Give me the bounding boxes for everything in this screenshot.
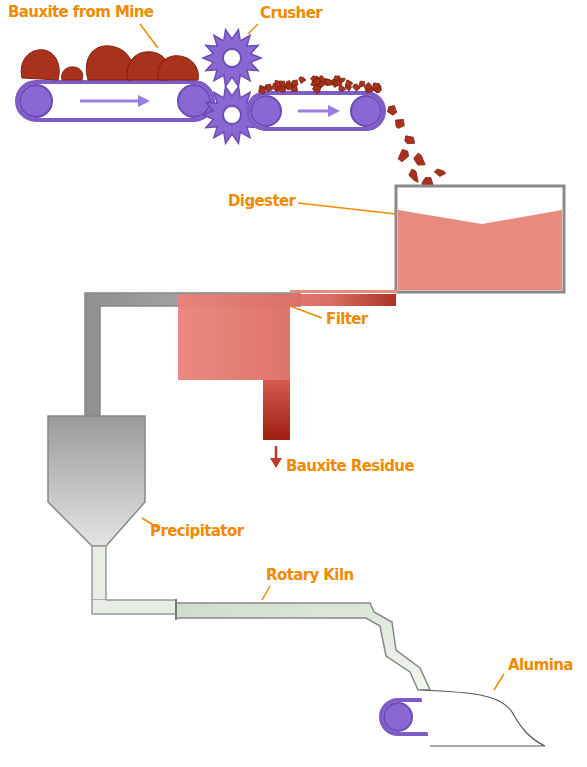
filter-unit: [178, 294, 396, 380]
crushed-bauxite: [333, 80, 342, 86]
crushed-bauxite: [414, 153, 426, 165]
crushed-bauxite: [325, 79, 332, 85]
rotary-kiln: [176, 603, 430, 690]
rotary-kiln: [92, 600, 176, 614]
part-label: Crusher: [260, 4, 322, 22]
bauxite-rocks: [158, 56, 199, 80]
bauxite-rocks: [62, 67, 83, 80]
conveyor-belt: [248, 93, 384, 129]
filter-unit: [263, 380, 290, 440]
crusher-rollers: [223, 106, 241, 124]
bauxite-rocks: [21, 46, 198, 80]
residue-arrow: [270, 446, 282, 468]
conveyor-belt: [384, 703, 412, 731]
crushed-bauxite: [259, 87, 266, 95]
crusher-rollers: [223, 49, 241, 67]
leader-line: [140, 24, 158, 48]
crushed-bauxite: [312, 85, 320, 94]
digester-tank: [290, 186, 564, 293]
conveyor-belt: [17, 82, 213, 120]
bauxite-rocks: [86, 46, 133, 80]
leader-line: [248, 24, 258, 34]
crusher-rollers: [203, 30, 261, 87]
conveyor-belt: [298, 110, 330, 113]
rotary-kiln: [175, 599, 177, 620]
crushed-bauxite: [387, 106, 396, 116]
leader-line: [140, 24, 504, 690]
crushed-bauxite: [359, 81, 365, 87]
precipitator-vessel: [48, 416, 145, 546]
leader-line: [298, 203, 396, 214]
leader-line: [494, 674, 504, 690]
crushed-bauxite: [364, 82, 372, 89]
crusher-rollers: [203, 30, 261, 144]
residue-arrow: [270, 458, 282, 468]
bauxite-rocks: [21, 50, 59, 80]
part-label: Alumina: [508, 656, 573, 674]
crushed-bauxite: [405, 136, 415, 144]
conveyor-belt: [251, 96, 281, 126]
part-label: Precipitator: [150, 522, 243, 540]
precipitator-vessel: [92, 546, 106, 600]
part-label: Rotary Kiln: [266, 566, 354, 584]
crushed-bauxite: [398, 149, 408, 161]
crushed-bauxite: [409, 169, 418, 182]
conveyor-belt: [351, 96, 381, 126]
crushed-bauxite: [373, 83, 380, 91]
crushed-bauxite: [299, 77, 306, 84]
precipitator-vessel: [48, 416, 145, 600]
crushed-bauxite: [275, 80, 281, 87]
residue-arrow: [275, 446, 278, 460]
conveyor-belt: [20, 85, 52, 117]
part-label: Bauxite from Mine: [8, 3, 153, 21]
conveyor-belt: [248, 93, 384, 129]
part-label: Digester: [228, 192, 295, 210]
crushed-bauxite: [396, 119, 405, 128]
crushed-bauxite: [314, 76, 320, 84]
crushed-bauxite: [339, 84, 346, 91]
alumina-powder: [420, 690, 545, 746]
crushed-bauxite: [286, 84, 293, 90]
conveyor-belt: [17, 82, 213, 120]
part-label: Bauxite Residue: [286, 457, 414, 475]
crushed-bauxite: [313, 79, 320, 85]
conveyor-belt: [328, 105, 340, 117]
filter-unit: [178, 294, 396, 440]
conveyor-belt: [138, 95, 150, 107]
conveyor-belt: [178, 85, 210, 117]
crushed-bauxite: [434, 169, 445, 176]
crushed-bauxite: [345, 80, 352, 88]
conveyor-belt: [80, 100, 140, 103]
digester-tank: [290, 210, 562, 293]
crushed-bauxite: [353, 84, 360, 91]
leader-line: [262, 586, 270, 600]
part-label: Filter: [326, 310, 368, 328]
crushed-bauxite: [266, 84, 272, 92]
rotary-kiln: [92, 599, 430, 690]
leader-line: [290, 306, 322, 318]
